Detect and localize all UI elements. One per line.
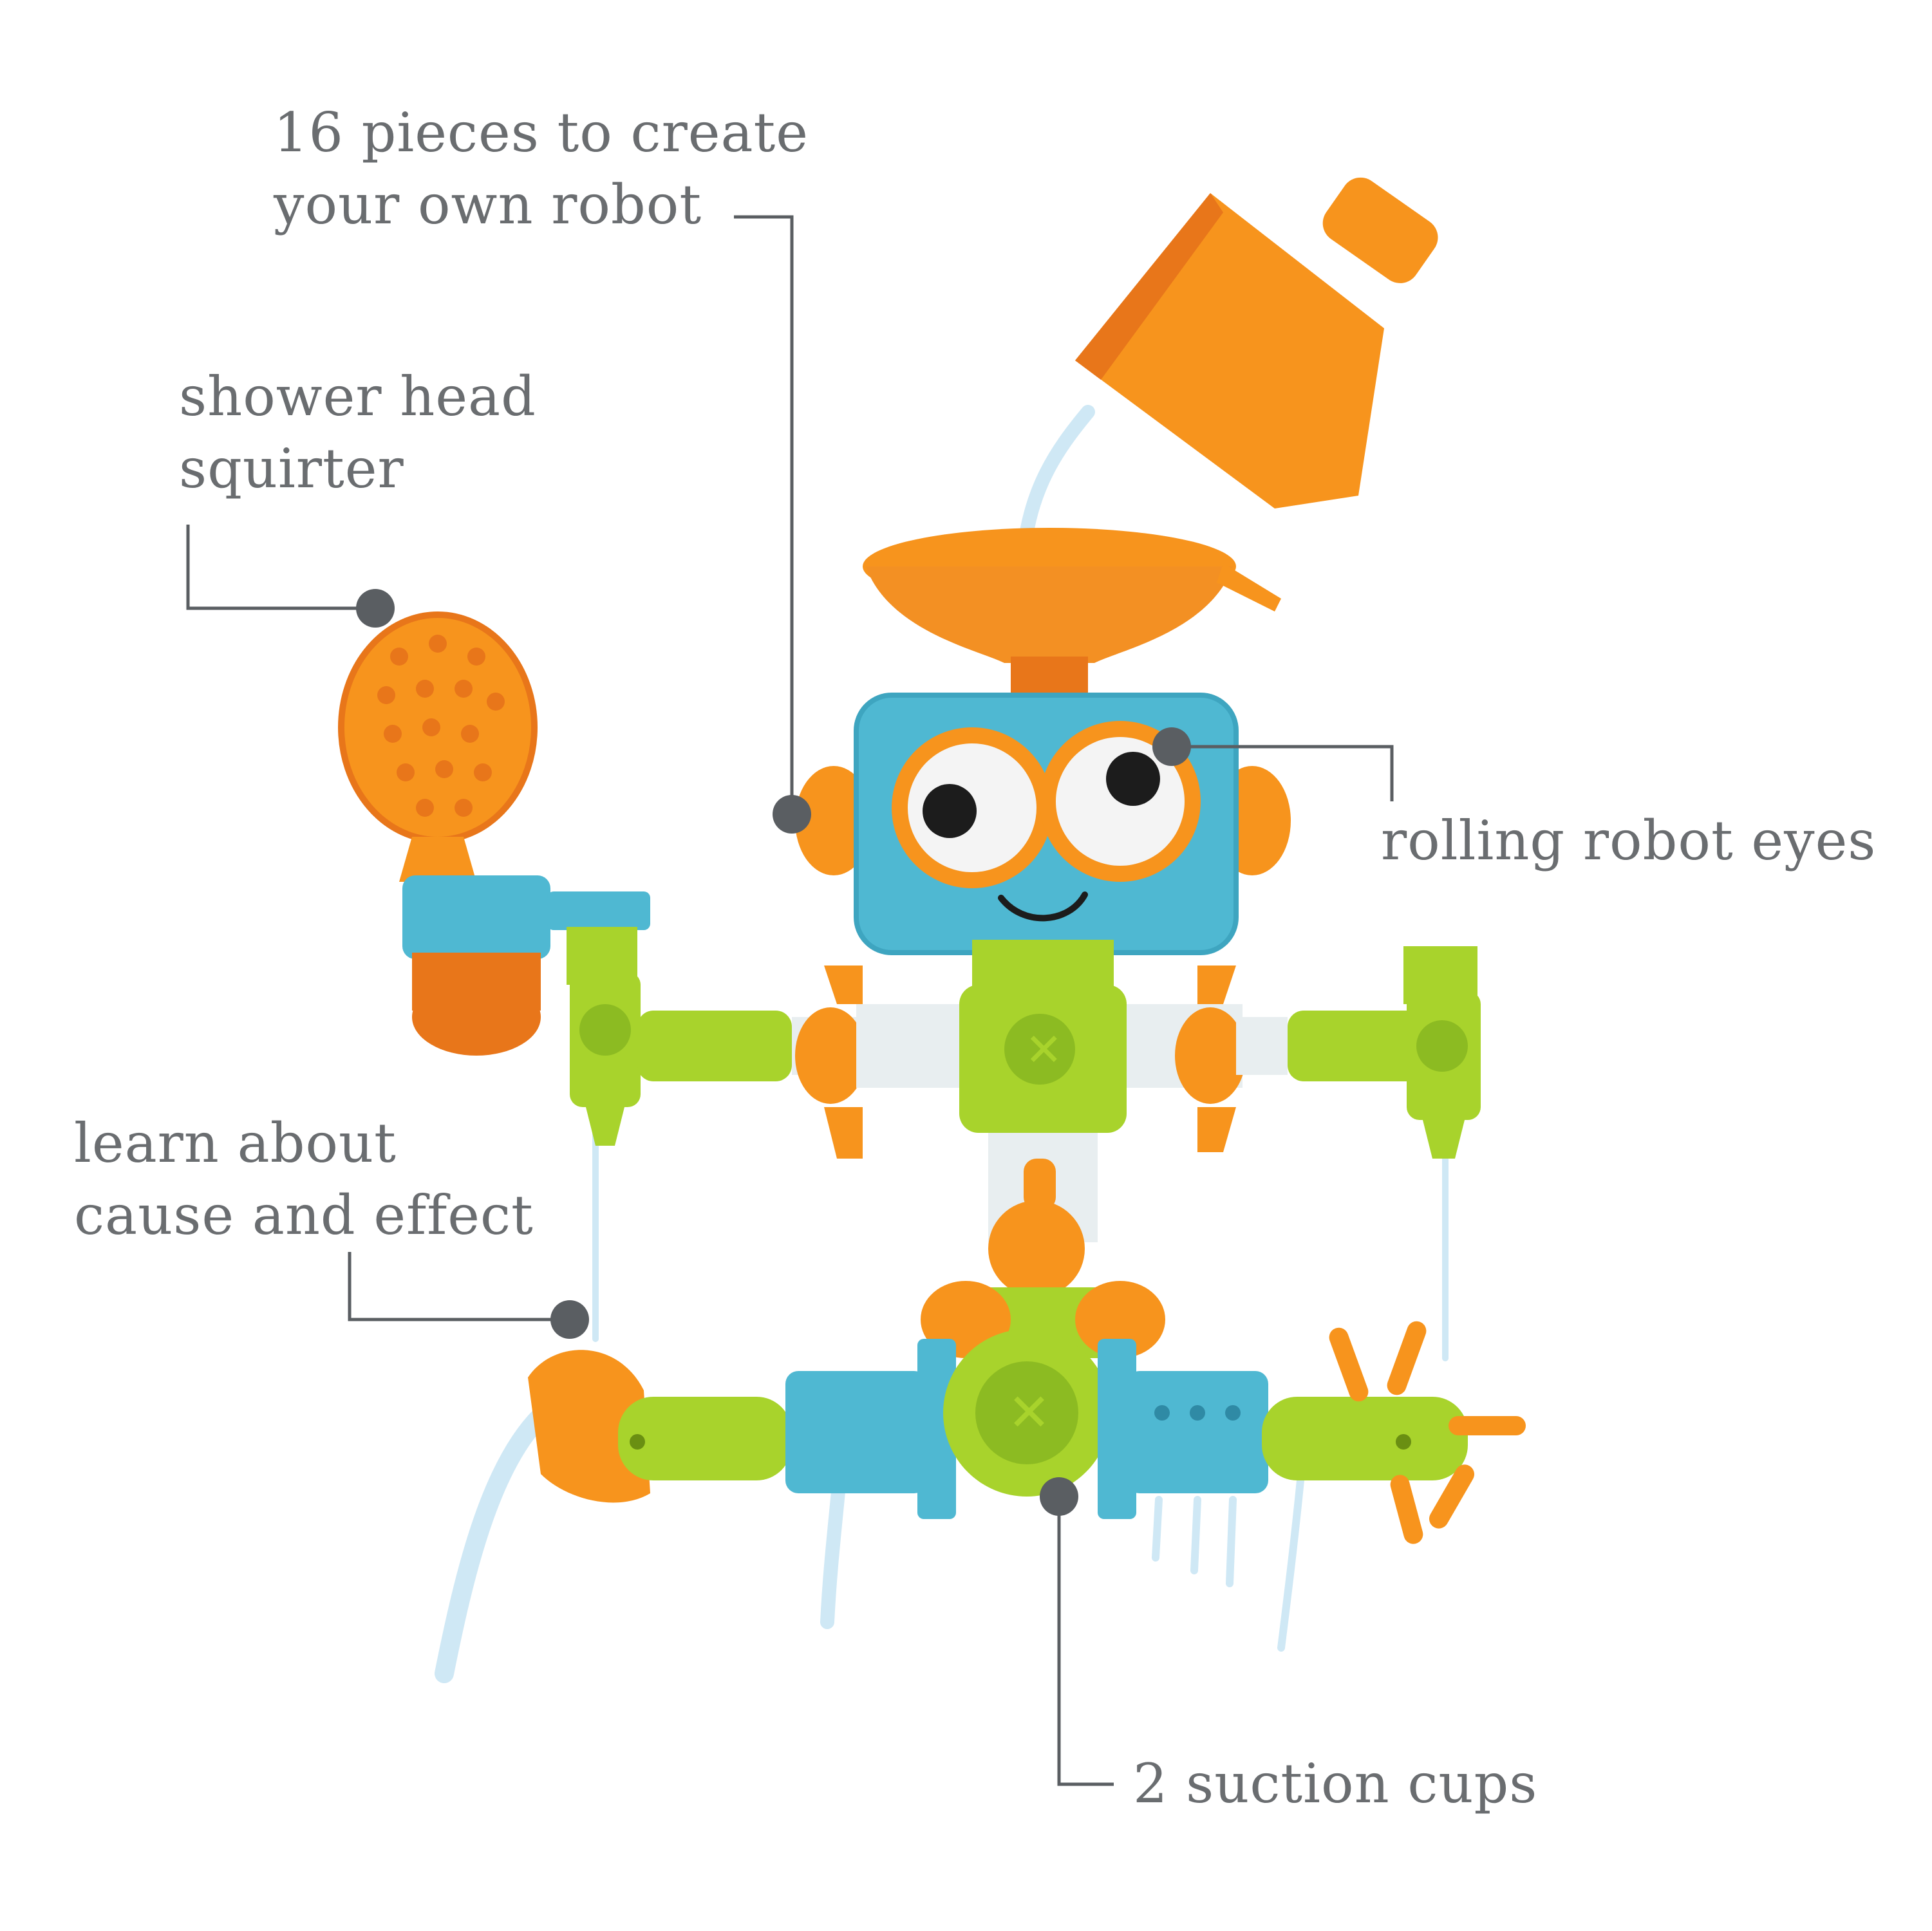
callout-eyes: rolling robot eyes [1381, 805, 1876, 877]
callout-leaders [186, 215, 1394, 1786]
svg-text:✕: ✕ [1025, 1023, 1063, 1076]
robot-head [795, 693, 1291, 955]
callout-pieces: 16 pieces to create your own robot [274, 97, 809, 241]
shower-nozzle-dots [377, 635, 505, 817]
callout-shower-line1: shower head [179, 365, 536, 428]
svg-text:✕: ✕ [1008, 1383, 1051, 1442]
lower-bar: ✕ [528, 1321, 1526, 1544]
callout-suction: 2 suction cups [1133, 1748, 1537, 1820]
upper-pipe-arms: ✕ [567, 927, 1481, 1159]
water-wheel [1329, 1321, 1526, 1544]
callout-pieces-line1: 16 pieces to create [274, 101, 809, 164]
callout-dots [356, 589, 1191, 1516]
callout-shower-line2: squirter [179, 437, 404, 500]
callout-eyes-line1: rolling robot eyes [1381, 809, 1877, 872]
funnel [863, 528, 1281, 695]
callout-suction-line1: 2 suction cups [1133, 1752, 1538, 1815]
callout-cause-line1: learn about [74, 1112, 397, 1175]
callout-shower: shower head squirter [179, 360, 536, 505]
side-clips [824, 966, 1236, 1159]
pouring-cup [1075, 177, 1438, 508]
center-column [921, 1133, 1165, 1358]
callout-cause-line2: cause and effect [74, 1184, 534, 1247]
callout-cause: learn about cause and effect [74, 1107, 534, 1251]
callout-pieces-line2: your own robot [274, 173, 702, 236]
